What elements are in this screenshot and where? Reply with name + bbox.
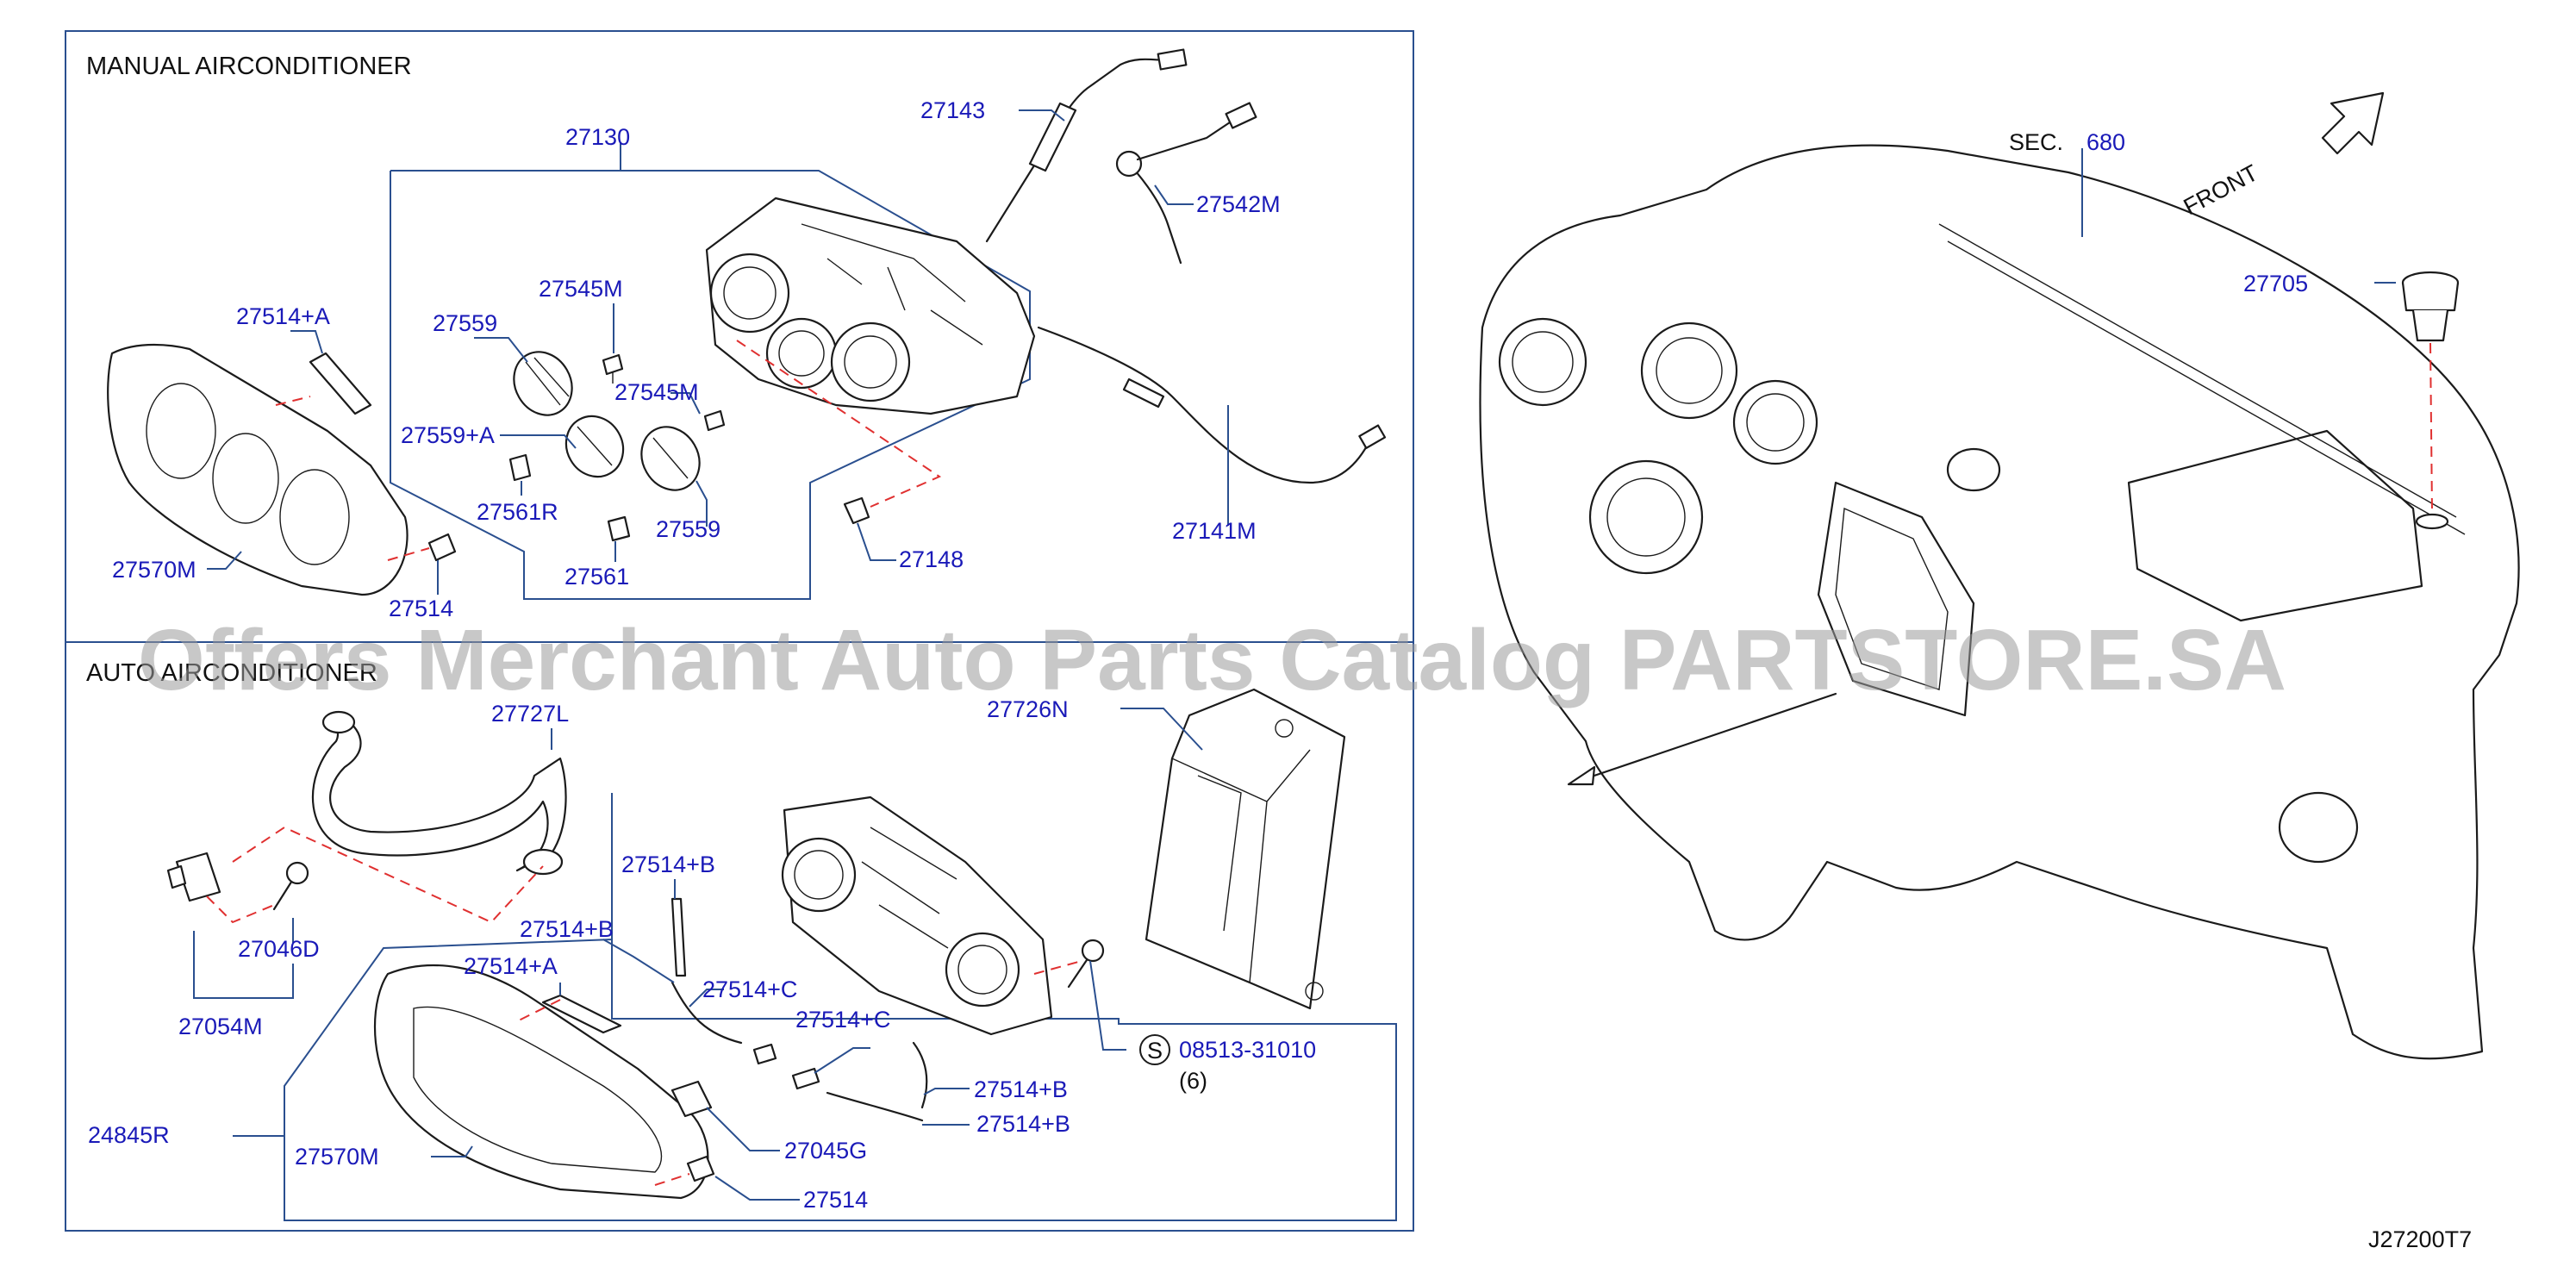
label-27514-bot: 27514: [803, 1187, 868, 1213]
screw-symbol-circle: [1139, 1034, 1170, 1065]
label-27143: 27143: [920, 97, 985, 123]
label-08513-qty: (6): [1179, 1068, 1207, 1094]
part-27559A-knob: [564, 415, 625, 478]
part-27514B-strip-b: [671, 981, 743, 1045]
label-27726N: 27726N: [987, 696, 1069, 722]
label-27514C-a: 27514+C: [702, 976, 797, 1002]
part-27727L-duct: [312, 714, 567, 872]
dashboard-illustration: [1479, 91, 2520, 1060]
watermark-text: Offers Merchant Auto Parts Catalog PARTS…: [138, 612, 2286, 708]
label-27514B-d: 27514+B: [976, 1111, 1070, 1137]
part-27514-clip-bot: [686, 1155, 715, 1182]
label-sec-number: 680: [2086, 129, 2125, 155]
label-24845R: 24845R: [88, 1122, 170, 1148]
label-08513-31010: 08513-31010: [1179, 1037, 1316, 1063]
label-27046D: 27046D: [238, 936, 320, 962]
leader-lines: [193, 109, 2396, 1201]
auto-section-parts: [166, 688, 1346, 1200]
front-arrow: [2321, 91, 2385, 155]
label-sec: SEC.: [2009, 129, 2063, 155]
part-27514C-clip-b: [791, 1067, 820, 1090]
label-27559A: 27559+A: [401, 422, 495, 448]
part-27148-clip: [843, 496, 870, 525]
label-27514C-b: 27514+C: [795, 1007, 890, 1033]
part-27514A-strip-bot: [541, 994, 622, 1034]
label-27561R: 27561R: [477, 499, 558, 525]
part-27726N-module: [1145, 688, 1346, 1010]
part-27054M-connector: [175, 852, 221, 902]
label-27054M: 27054M: [178, 1014, 263, 1039]
auto-section-title: AUTO AIRCONDITIONER: [86, 659, 377, 687]
part-27514B-strip-d: [826, 1091, 924, 1122]
label-27141M: 27141M: [1172, 518, 1257, 544]
part-27570M-bezel-bot: [373, 964, 709, 1200]
part-27559-knob-b: [640, 426, 701, 491]
label-27130: 27130: [565, 124, 630, 150]
part-27705-sensor: [2401, 271, 2460, 342]
part-27570M-bezel-top: [107, 343, 409, 596]
label-27570M-bot: 27570M: [295, 1144, 379, 1170]
label-27561: 27561: [564, 564, 629, 590]
diagram-code: J27200T7: [2368, 1226, 2472, 1252]
part-27514-clip-top: [427, 533, 457, 562]
part-27514B-strip-a: [671, 897, 687, 977]
part-27561-button: [607, 515, 631, 542]
label-front: FRONT: [2180, 159, 2262, 220]
part-27143-harness: [985, 58, 1169, 243]
part-auto-control-unit: [781, 795, 1053, 1036]
section-headers: MANUAL AIRCONDITIONER AUTO AIRCONDITIONE…: [86, 53, 412, 687]
reference-dashes: [206, 340, 2433, 1186]
manual-section-title: MANUAL AIRCONDITIONER: [86, 53, 412, 80]
part-27514B-strip-c: [912, 1041, 928, 1109]
label-27514-top: 27514: [389, 596, 453, 621]
part-27045G-bracket: [671, 1080, 713, 1118]
label-27045G: 27045G: [784, 1138, 867, 1164]
part-27561R-button: [508, 453, 532, 482]
part-27559-knob-a: [513, 351, 573, 416]
diagram-frames: [65, 30, 1414, 1232]
direction-arrow: [1580, 692, 1837, 782]
label-27705: 27705: [2243, 271, 2308, 296]
part-27130-control-unit: [705, 197, 1036, 415]
label-27559-b: 27559: [656, 516, 720, 542]
label-27514A-bot: 27514+A: [464, 953, 558, 979]
part-27514C-clip-a: [752, 1043, 777, 1065]
label-27542M: 27542M: [1196, 191, 1281, 217]
label-27514B-a: 27514+B: [621, 852, 715, 877]
label-27514B-b: 27514+B: [520, 916, 614, 942]
screw-symbol: S: [1147, 1038, 1163, 1064]
label-27727L: 27727L: [491, 701, 569, 727]
label-27514A-top: 27514+A: [236, 303, 330, 329]
part-27514A-strip-top: [309, 352, 372, 415]
label-27545M-a: 27545M: [539, 276, 623, 302]
part-08513-screw: [1067, 953, 1092, 989]
label-27545M-b: 27545M: [614, 379, 699, 405]
part-27141M-cable: [1037, 326, 1372, 484]
label-27514B-c: 27514+B: [974, 1076, 1068, 1102]
label-27148: 27148: [899, 546, 964, 572]
part-27545M-bulb-a: [602, 353, 624, 384]
label-27570M-top: 27570M: [112, 557, 196, 583]
manual-section-parts: [107, 48, 1387, 596]
part-27545M-bulb-b: [703, 409, 726, 432]
label-27559-a: 27559: [433, 310, 497, 336]
